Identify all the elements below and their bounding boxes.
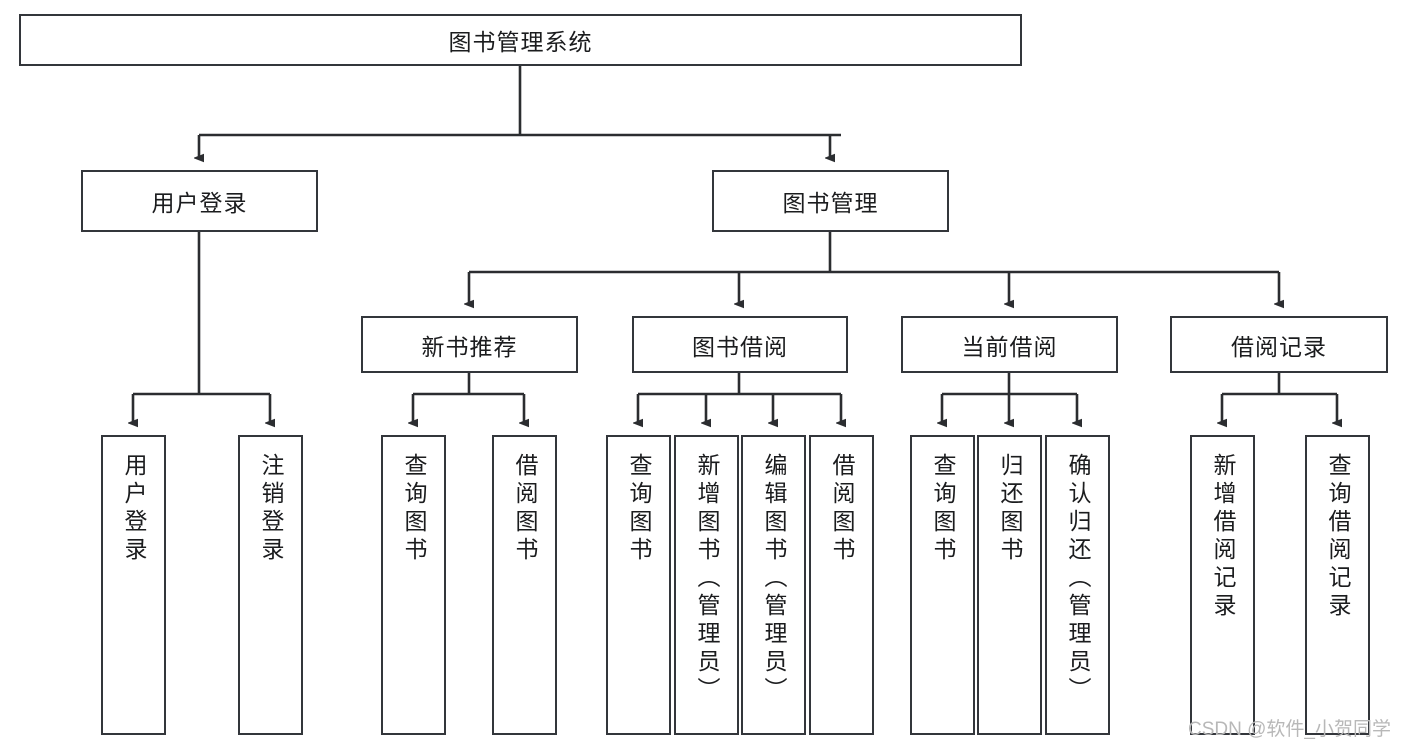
node-label: 编辑图书（管理员） — [761, 453, 787, 705]
node-label: 查询图书 — [626, 453, 652, 565]
node-book-borrow[interactable]: 图书借阅 — [632, 316, 848, 373]
node-user-login[interactable]: 用户登录 — [81, 170, 318, 232]
node-label: 借阅图书 — [829, 453, 855, 565]
node-root-book-management-system[interactable]: 图书管理系统 — [19, 14, 1022, 66]
node-label: 查询图书 — [930, 453, 956, 565]
leaf-br-query-record[interactable]: 查询借阅记录 — [1305, 435, 1370, 735]
leaf-user-login[interactable]: 用户登录 — [101, 435, 166, 735]
leaf-br-add-record[interactable]: 新增借阅记录 — [1190, 435, 1255, 735]
node-book-management[interactable]: 图书管理 — [712, 170, 949, 232]
node-label: 图书管理系统 — [448, 29, 593, 55]
leaf-cb-return-book[interactable]: 归还图书 — [977, 435, 1042, 735]
node-current-borrow[interactable]: 当前借阅 — [901, 316, 1118, 373]
node-label: 用户登录 — [121, 453, 147, 565]
leaf-bb-edit-book[interactable]: 编辑图书（管理员） — [741, 435, 806, 735]
node-label: 查询图书 — [401, 453, 427, 565]
node-label: 新书推荐 — [421, 333, 518, 360]
leaf-logout[interactable]: 注销登录 — [238, 435, 303, 735]
node-label: 当前借阅 — [961, 333, 1058, 360]
node-label: 注销登录 — [258, 453, 284, 565]
node-label: 借阅图书 — [512, 453, 538, 565]
node-label: 用户登录 — [151, 190, 248, 216]
leaf-bb-add-book[interactable]: 新增图书（管理员） — [674, 435, 739, 735]
leaf-bb-query-book[interactable]: 查询图书 — [606, 435, 671, 735]
node-label: 新增图书（管理员） — [694, 453, 720, 705]
node-new-book-recommend[interactable]: 新书推荐 — [361, 316, 578, 373]
leaf-cb-confirm-return[interactable]: 确认归还（管理员） — [1045, 435, 1110, 735]
node-label: 查询借阅记录 — [1325, 453, 1351, 621]
leaf-bb-borrow-book[interactable]: 借阅图书 — [809, 435, 874, 735]
node-label: 新增借阅记录 — [1210, 453, 1236, 621]
watermark-text: CSDN @软件_小贺同学 — [1188, 719, 1391, 740]
leaf-cb-query-book[interactable]: 查询图书 — [910, 435, 975, 735]
node-label: 借阅记录 — [1231, 333, 1327, 360]
node-label: 图书管理 — [782, 190, 879, 216]
node-borrow-record[interactable]: 借阅记录 — [1170, 316, 1388, 373]
node-label: 确认归还（管理员） — [1065, 453, 1091, 705]
leaf-nb-borrow-book[interactable]: 借阅图书 — [492, 435, 557, 735]
leaf-nb-query-book[interactable]: 查询图书 — [381, 435, 446, 735]
node-label: 归还图书 — [997, 453, 1023, 565]
node-label: 图书借阅 — [692, 333, 788, 360]
